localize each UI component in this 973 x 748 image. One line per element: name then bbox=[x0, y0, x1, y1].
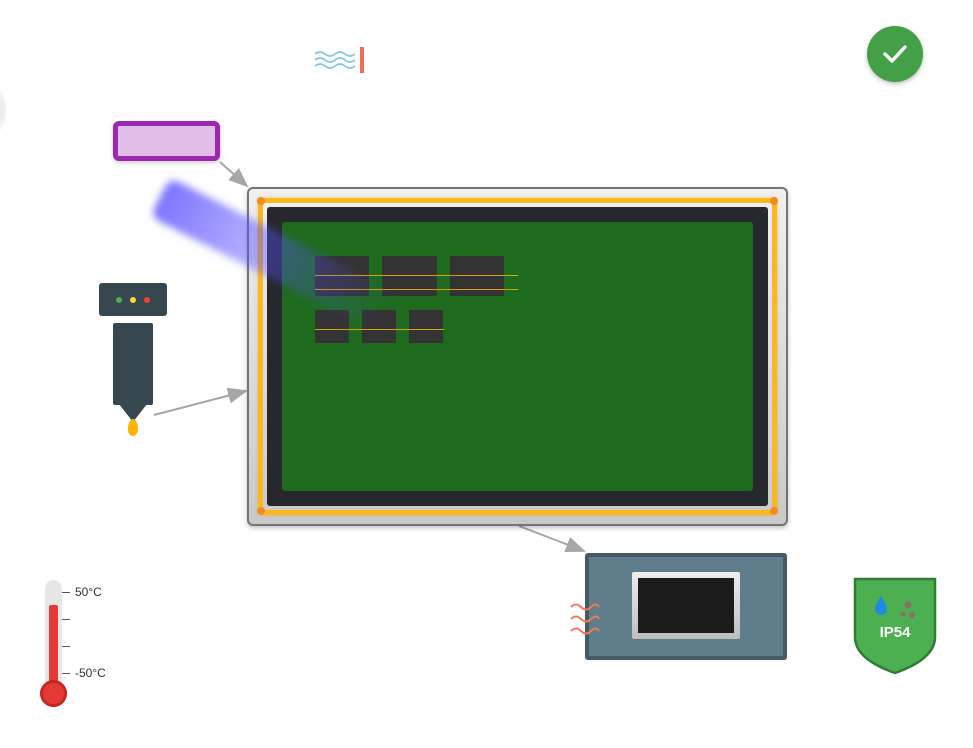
gasket-corner bbox=[770, 507, 778, 515]
heat-waves-icon bbox=[568, 600, 602, 640]
controller-screen bbox=[638, 578, 734, 633]
thermometer-bulb bbox=[40, 680, 67, 707]
sealing-gasket bbox=[258, 198, 777, 515]
temperature-high-label: 50°C bbox=[75, 585, 102, 599]
circuit-chip bbox=[409, 310, 443, 343]
check-icon bbox=[883, 45, 907, 63]
circuit-trace bbox=[315, 275, 518, 276]
temperature-low-label: -50°C bbox=[75, 666, 106, 680]
status-led-green bbox=[116, 296, 122, 303]
thermometer-fill bbox=[49, 605, 58, 695]
nozzle-to-panel-arrow bbox=[153, 387, 248, 416]
thermometer-tick bbox=[62, 592, 70, 593]
water-drop-icon bbox=[875, 596, 887, 615]
nozzle-icon bbox=[113, 323, 153, 405]
circuit-trace bbox=[315, 329, 444, 330]
wave-icon bbox=[312, 46, 368, 76]
thermometer-tick bbox=[62, 673, 70, 674]
ip-rating-label: IP54 bbox=[879, 624, 911, 641]
status-badge bbox=[867, 26, 923, 82]
thermometer-tick bbox=[62, 619, 70, 620]
uv-lamp-icon bbox=[113, 121, 220, 161]
edge-shadow bbox=[0, 85, 6, 135]
dust-particles-icon bbox=[900, 601, 915, 618]
circuit-chip bbox=[450, 256, 504, 296]
status-led-yellow bbox=[130, 296, 136, 303]
gasket-corner bbox=[257, 197, 265, 205]
nozzle-tip bbox=[119, 404, 147, 422]
ip-rating-shield bbox=[853, 577, 937, 675]
gasket-corner bbox=[257, 507, 265, 515]
nozzle-head bbox=[99, 283, 167, 316]
controller-display bbox=[632, 572, 740, 639]
uv-to-panel-arrow bbox=[219, 161, 249, 188]
gasket-corner bbox=[770, 197, 778, 205]
panel-to-controller-arrow bbox=[518, 525, 586, 553]
status-led-red bbox=[144, 296, 150, 303]
spray-droplet-icon bbox=[128, 419, 138, 436]
circuit-trace bbox=[315, 289, 518, 290]
thermometer-tick bbox=[62, 646, 70, 647]
